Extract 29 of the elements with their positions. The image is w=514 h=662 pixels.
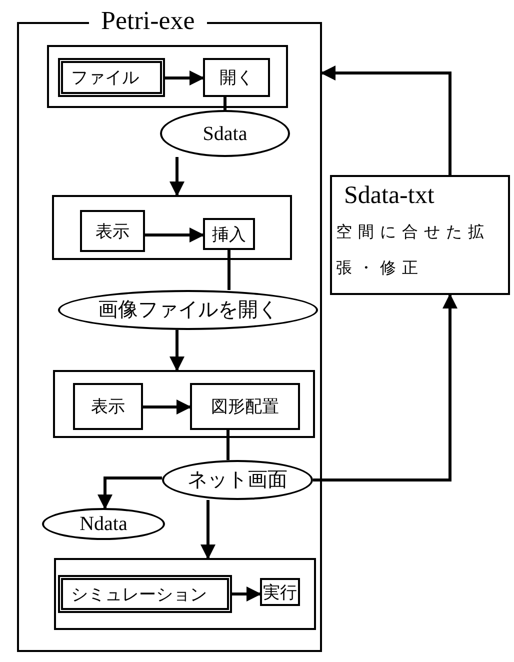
arrow	[232, 586, 262, 602]
data-ellipse: 画像ファイルを開く	[58, 290, 318, 330]
group-box	[47, 45, 288, 108]
arrow	[145, 228, 204, 242]
group-box	[53, 370, 315, 438]
process-box: 図形配置	[190, 383, 300, 430]
arrow	[170, 157, 184, 196]
double-border-box: シミュレーション	[58, 575, 232, 613]
arrow	[165, 70, 204, 86]
double-border-box: ファイル	[58, 58, 165, 97]
note-text: 空間に合せた拡張・修正	[336, 222, 491, 279]
process-box: 開く	[203, 58, 270, 97]
arrow	[320, 66, 452, 175]
arrow	[313, 294, 458, 482]
arrow	[143, 400, 192, 414]
data-ellipse: ネット画面	[162, 460, 313, 500]
group-box	[54, 558, 316, 630]
arrow	[200, 500, 216, 560]
process-box: 実行	[260, 578, 300, 606]
note-title: Sdata-txt	[343, 181, 436, 211]
group-box	[52, 195, 292, 260]
process-box: 挿入	[203, 218, 255, 250]
arrow	[98, 476, 162, 510]
process-box: 表示	[73, 383, 143, 430]
arrow	[170, 330, 184, 372]
note-box	[330, 175, 510, 295]
data-ellipse: Sdata	[160, 110, 290, 157]
process-box: 表示	[80, 210, 145, 252]
data-ellipse: Ndata	[42, 508, 165, 540]
